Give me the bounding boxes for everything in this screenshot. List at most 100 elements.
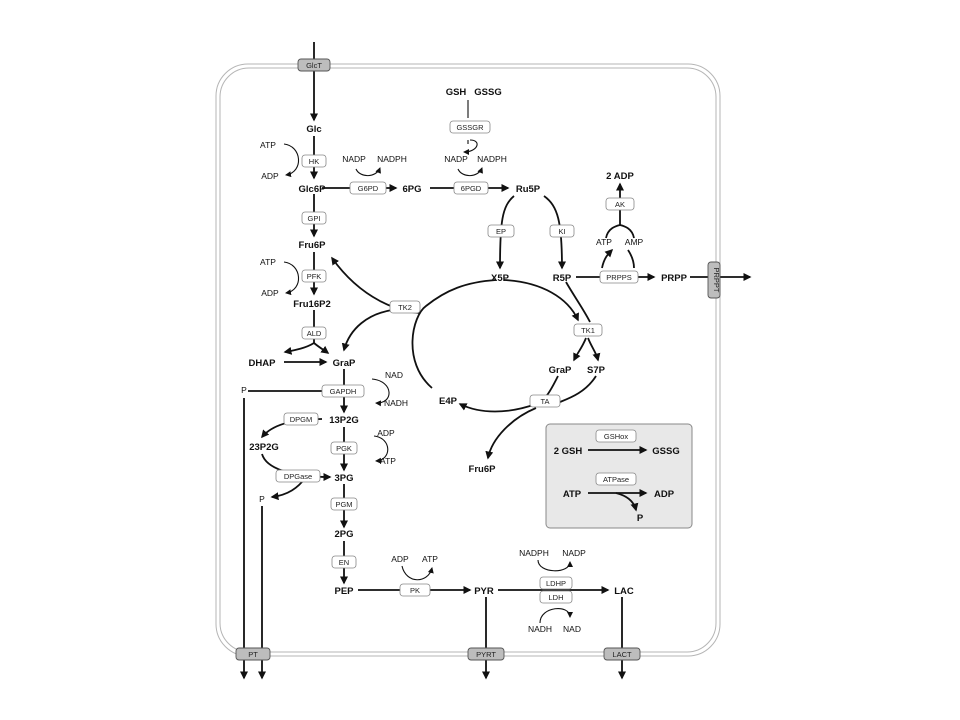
enzyme-tk2[interactable]: TK2 — [389, 300, 421, 314]
enzyme-dpgase[interactable]: DPGase — [275, 469, 321, 483]
enzyme-gapdh[interactable]: GAPDH — [321, 384, 365, 398]
enzyme-dpgm[interactable]: DPGM — [283, 412, 319, 426]
metabolite-gsh: GSH — [446, 87, 467, 98]
pk-adp-curve — [401, 565, 434, 581]
tk2-loop-left — [411, 279, 497, 389]
enzyme-ep[interactable]: EP — [487, 224, 515, 238]
cofactor-ldhp-nadph: NADPH — [519, 548, 549, 558]
cofactor-gapdh-p: P — [241, 385, 247, 395]
cofactor-ldhp-nadp: NADP — [562, 548, 586, 558]
cell-membrane-outer — [215, 63, 721, 657]
enzyme-pk[interactable]: PK — [399, 583, 431, 597]
enzyme-gshox[interactable]: GSHox — [595, 429, 637, 443]
transporter-pyrt[interactable]: PYRT — [467, 647, 505, 661]
svg-text:TK1: TK1 — [581, 326, 595, 335]
atpase-p-arrow — [615, 492, 639, 512]
svg-text:PT: PT — [248, 650, 258, 659]
cell-membrane-inner — [219, 67, 717, 653]
svg-text:HK: HK — [309, 157, 319, 166]
svg-text:PRPPS: PRPPS — [606, 273, 631, 282]
cofactor-6pgd-nadp: NADP — [444, 154, 468, 164]
cofactor-pgk-atp: ATP — [380, 456, 396, 466]
enzyme-gpi[interactable]: GPI — [301, 211, 327, 225]
enzyme-ldhp[interactable]: LDHP — [539, 576, 573, 590]
metabolite-13p2g: 13P2G — [329, 415, 359, 426]
r5p-tk1-line — [565, 281, 591, 323]
pfk-atp-curve — [283, 261, 300, 296]
metabolite-s7p: S7P — [587, 365, 606, 376]
enzyme-ta[interactable]: TA — [529, 394, 561, 408]
ald-to-dhap-arrow — [283, 342, 315, 355]
svg-text:GSSGR: GSSGR — [456, 123, 484, 132]
prpps-amp-arrow — [601, 248, 614, 269]
svg-text:EP: EP — [496, 227, 506, 236]
transporter-prppt[interactable]: PRPPT — [707, 261, 721, 299]
cofactor-ak-amp: AMP — [625, 237, 644, 247]
enzyme-prpps[interactable]: PRPPS — [599, 270, 639, 284]
enzyme-tk1[interactable]: TK1 — [573, 323, 603, 337]
cofactor-pk-atp: ATP — [422, 554, 438, 564]
cofactor-pfk-atp: ATP — [260, 257, 276, 267]
enzyme-6pgd[interactable]: 6PGD — [453, 181, 489, 195]
metabolite-3pg: 3PG — [334, 473, 353, 484]
svg-text:ALD: ALD — [307, 329, 322, 338]
metabolite-grap-ppp: GraP — [549, 365, 572, 376]
pgk-adp-curve — [373, 435, 389, 464]
cofactor-gapdh-nadh: NADH — [384, 398, 408, 408]
metabolite-x5p: X5P — [491, 273, 510, 284]
svg-text:GSHox: GSHox — [604, 432, 628, 441]
enzyme-pgm[interactable]: PGM — [330, 497, 358, 511]
metabolite-grap: GraP — [333, 358, 356, 369]
gapdh-nad-curve — [371, 378, 390, 407]
enzyme-en[interactable]: EN — [331, 555, 357, 569]
transporter-glct[interactable]: GlcT — [297, 58, 331, 72]
svg-text:PGM: PGM — [335, 500, 352, 509]
svg-text:KI: KI — [558, 227, 565, 236]
ak-join — [605, 224, 635, 239]
svg-text:GPI: GPI — [308, 214, 321, 223]
6pgd-nadp-curve — [457, 167, 483, 177]
ldhp-nadph-curve — [537, 559, 573, 572]
inset-gssg: GSSG — [652, 446, 679, 457]
metabolite-fru6p-ppp: Fru6P — [469, 464, 497, 475]
tk1-to-s7p-arrow — [587, 337, 601, 362]
metabolite-pyr: PYR — [474, 586, 494, 597]
metabolite-ru5p: Ru5P — [516, 184, 541, 195]
cofactor-pk-adp: ADP — [391, 554, 409, 564]
tk1-arrow — [503, 279, 579, 322]
enzyme-pfk[interactable]: PFK — [301, 269, 327, 283]
svg-text:GAPDH: GAPDH — [330, 387, 357, 396]
cofactor-dpgase-p: P — [259, 494, 265, 504]
cofactor-pgk-adp: ADP — [377, 428, 395, 438]
s7p-to-ta — [559, 375, 597, 403]
svg-text:LDHP: LDHP — [546, 579, 566, 588]
metabolite-2pg: 2PG — [334, 529, 353, 540]
svg-text:PGK: PGK — [336, 444, 352, 453]
enzyme-g6pd[interactable]: G6PD — [349, 181, 387, 195]
svg-text:DPGase: DPGase — [284, 472, 312, 481]
prpps-atp-line — [627, 249, 635, 269]
transporter-lact[interactable]: LACT — [603, 647, 641, 661]
inset-adp: ADP — [654, 489, 675, 500]
enzyme-gssgr[interactable]: GSSGR — [449, 120, 491, 134]
enzyme-hk[interactable]: HK — [301, 154, 327, 168]
ep-arrow — [496, 195, 515, 270]
metabolite-fru16p2: Fru16P2 — [293, 299, 331, 310]
metabolite-fru6p: Fru6P — [299, 240, 327, 251]
enzyme-pgk[interactable]: PGK — [330, 441, 358, 455]
svg-text:AK: AK — [615, 200, 625, 209]
svg-text:PFK: PFK — [307, 272, 322, 281]
svg-text:G6PD: G6PD — [358, 184, 379, 193]
cofactor-g6pd-nadp: NADP — [342, 154, 366, 164]
enzyme-ald[interactable]: ALD — [301, 326, 327, 340]
enzyme-ki[interactable]: KI — [549, 224, 575, 238]
enzyme-ldh[interactable]: LDH — [539, 590, 573, 604]
transporter-pt[interactable]: PT — [235, 647, 271, 661]
cofactor-ak-atp: ATP — [596, 237, 612, 247]
enzyme-atpase[interactable]: ATPase — [595, 472, 637, 486]
cofactor-gapdh-nad: NAD — [385, 370, 403, 380]
cofactor-pfk-adp: ADP — [261, 288, 279, 298]
enzyme-ak[interactable]: AK — [605, 197, 635, 211]
metabolite-glc6p: Glc6P — [299, 184, 327, 195]
